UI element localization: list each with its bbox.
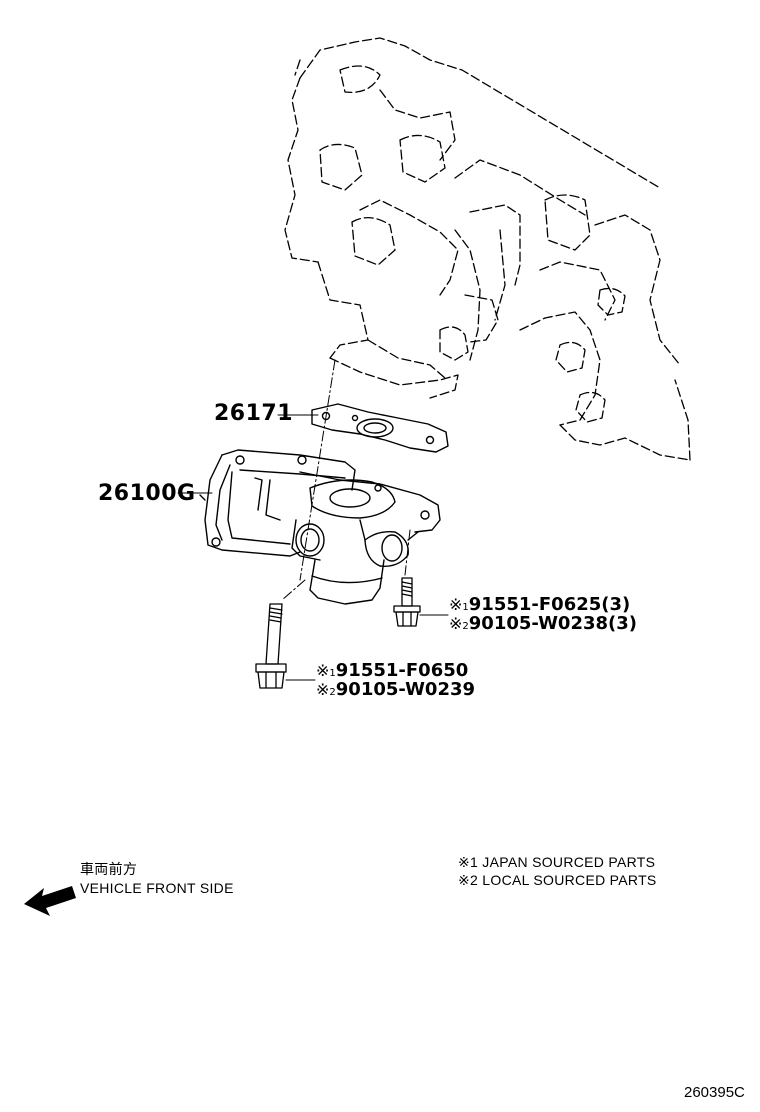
short-bolt-pn-local: ※290105-W0238(3) bbox=[449, 613, 637, 634]
leader-lines bbox=[177, 414, 449, 681]
engine-block-outline bbox=[284, 37, 691, 461]
label-gasket-26171: 26171 bbox=[214, 401, 294, 426]
gasket-26171 bbox=[311, 403, 449, 453]
legend-japan-sourced: ※1 JAPAN SOURCED PARTS bbox=[458, 854, 656, 870]
short-bolt-pn-japan: ※191551-F0625(3) bbox=[449, 594, 631, 615]
direction-label-english: VEHICLE FRONT SIDE bbox=[80, 880, 234, 896]
alignment-lines bbox=[281, 359, 411, 601]
left-arrow-icon bbox=[24, 886, 76, 916]
long-bolt-icon bbox=[255, 603, 287, 689]
short-bolt-icon bbox=[393, 577, 421, 627]
long-bolt-pn-local: ※290105-W0239 bbox=[316, 679, 476, 700]
long-bolt-pn-japan: ※191551-F0650 bbox=[316, 660, 469, 681]
direction-label-japanese: 車両前方 bbox=[80, 861, 138, 877]
legend-local-sourced: ※2 LOCAL SOURCED PARTS bbox=[458, 872, 657, 888]
figure-reference: 260395C bbox=[684, 1084, 745, 1101]
egr-valve-26100g bbox=[199, 449, 441, 605]
label-egr-valve-26100g: 26100G bbox=[98, 481, 196, 506]
